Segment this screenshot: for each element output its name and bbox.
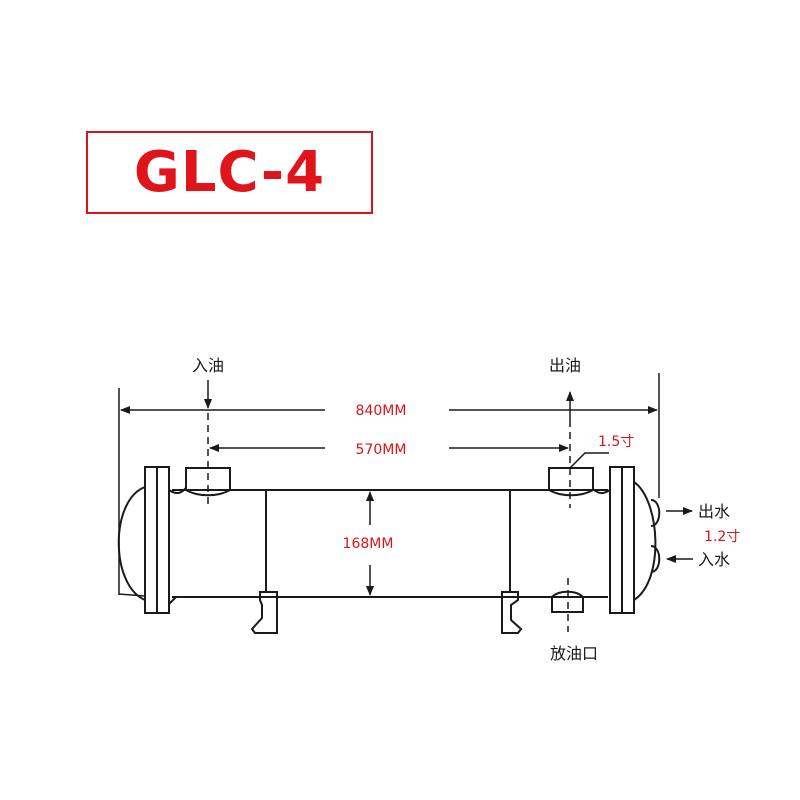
oil-port-size-dim: 1.5寸: [598, 434, 634, 450]
water-port-size-dim: 1.2寸: [704, 529, 740, 545]
left-end-cap: [117, 486, 146, 601]
water-out-port: [650, 499, 661, 527]
shell-diameter-dim: 168MM: [343, 536, 394, 552]
model-title: GLC-4: [133, 139, 326, 205]
oil-in-port: [185, 467, 231, 497]
right-end-cap: [633, 481, 657, 601]
oil-in-label: 入油: [192, 356, 224, 375]
oil-drain-label: 放油口: [550, 644, 598, 663]
oil-drain-port: [551, 590, 584, 613]
right-flange-outer: [621, 466, 635, 614]
port-spacing-dim: 570MM: [356, 442, 407, 458]
overall-length-dim: 840MM: [356, 403, 407, 419]
water-out-label: 出水: [698, 502, 730, 521]
left-flange-outer: [144, 466, 158, 614]
oil-out-label: 出油: [549, 356, 581, 375]
oil-out-port: [548, 467, 594, 497]
water-in-port: [650, 545, 661, 573]
oil-port-size-leader: [569, 452, 609, 469]
water-in-label: 入水: [698, 550, 730, 569]
right-support-foot: [501, 591, 523, 634]
right-flange-inner: [609, 466, 623, 614]
model-title-box: GLC-4: [86, 131, 373, 214]
left-support-foot: [250, 591, 278, 634]
left-flange-inner: [156, 466, 170, 614]
